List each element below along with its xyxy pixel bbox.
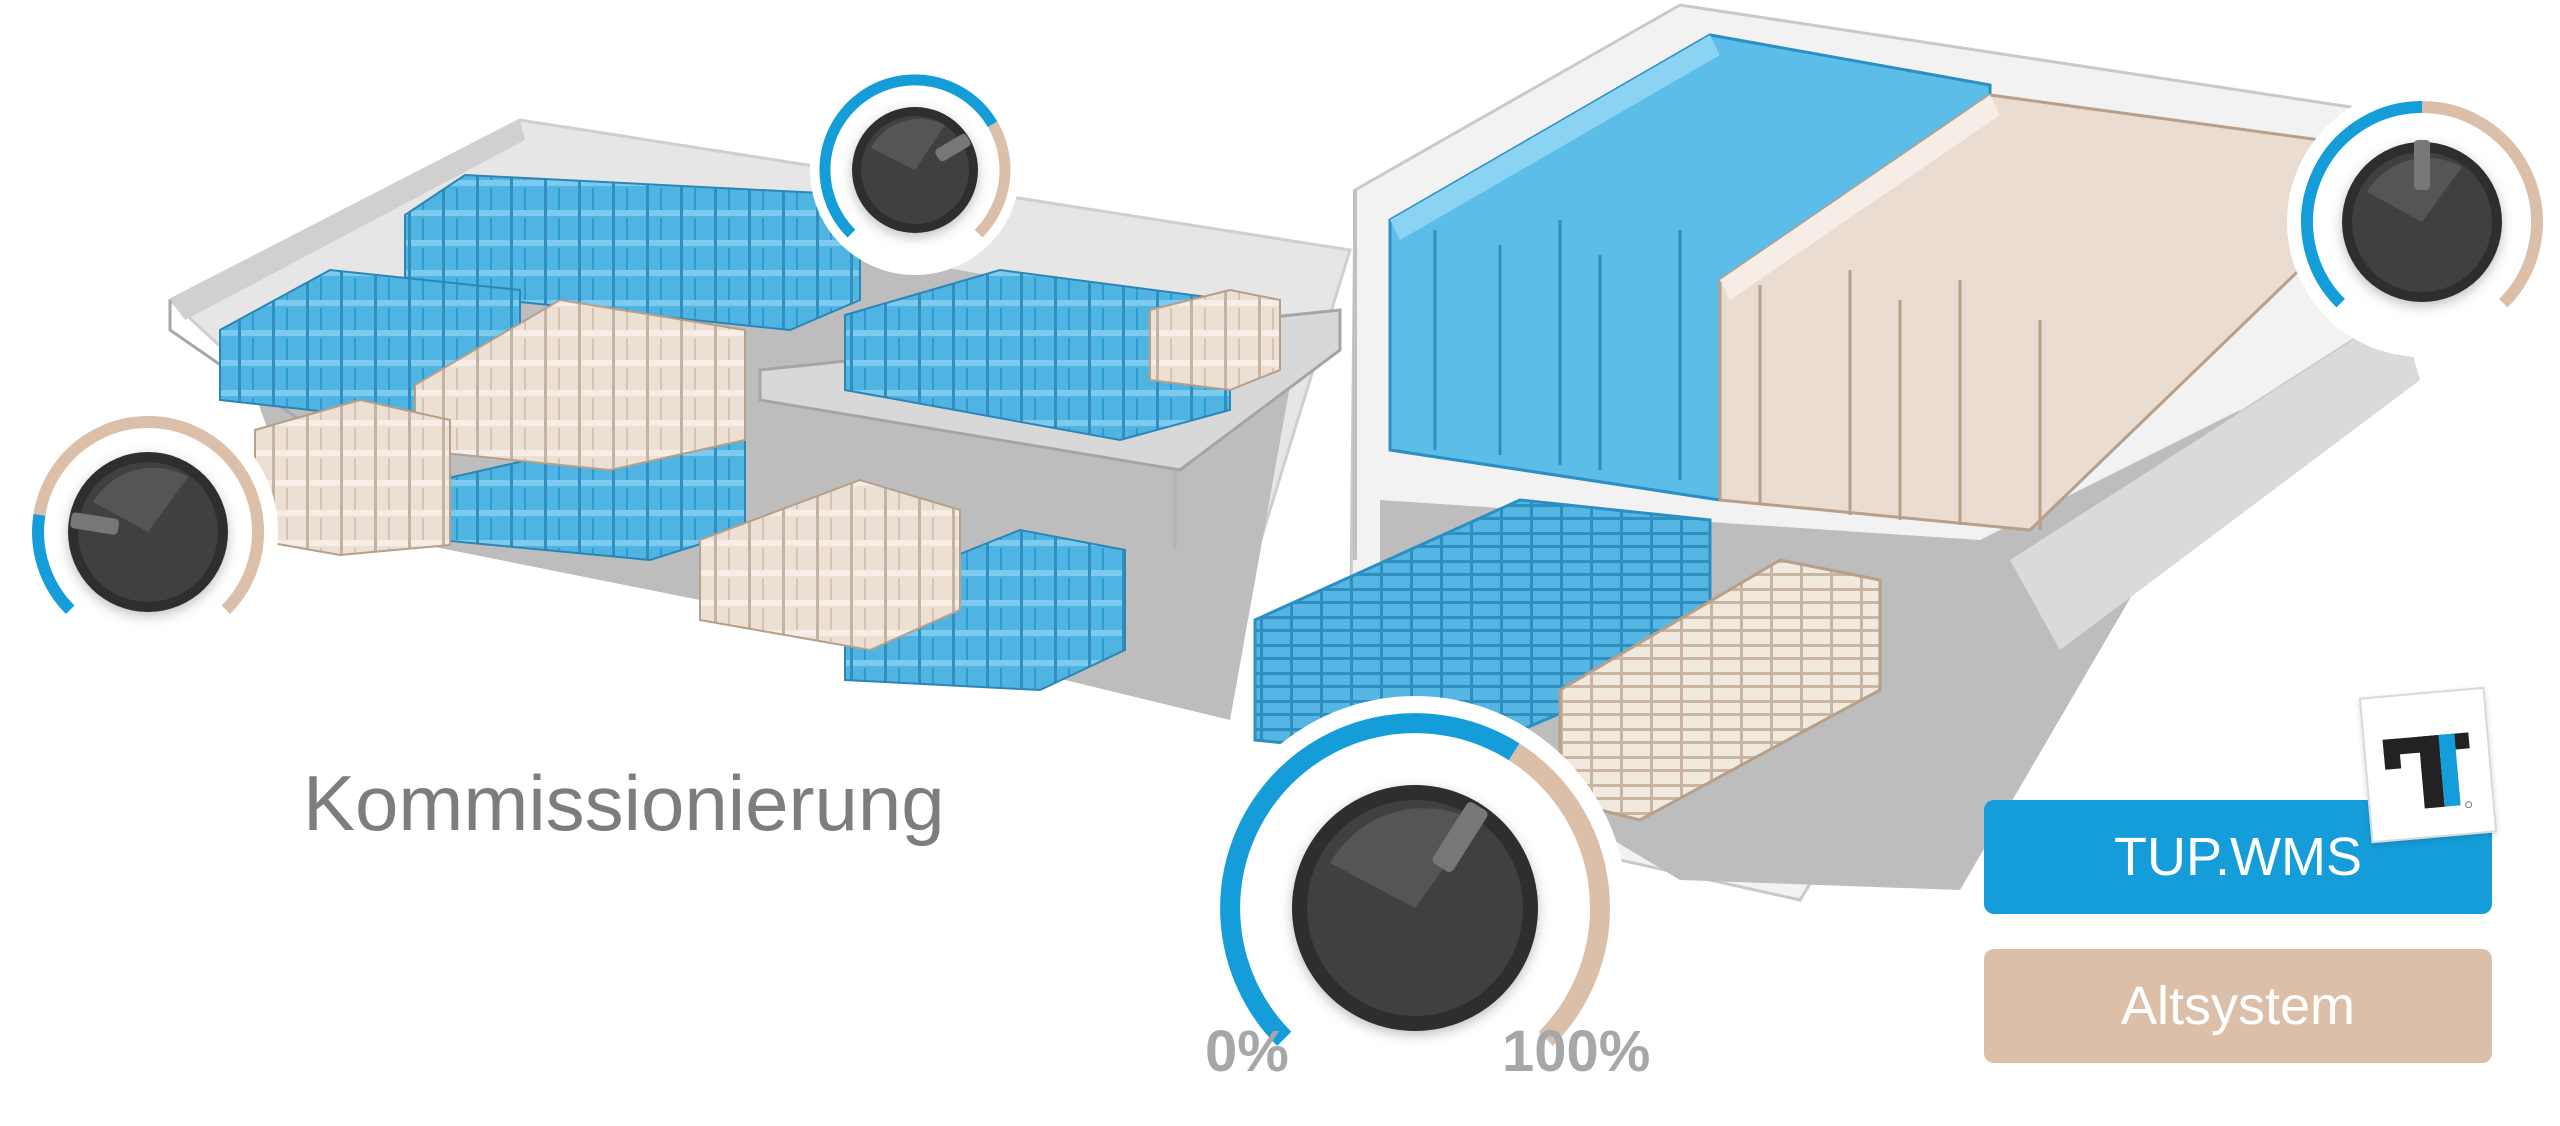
dial-arc-blue: [1220, 713, 1520, 1046]
dial-arc-blue: [819, 74, 998, 238]
dial-arc-blue: [2301, 101, 2423, 308]
caption-kommissionierung: Kommissionierung: [303, 759, 945, 847]
legend-altsystem: Altsystem: [1984, 949, 2492, 1063]
dial-top-left[interactable]: [810, 65, 1020, 275]
dial-arc-beige: [33, 415, 265, 615]
scale-min-label: 0%: [1205, 1019, 1289, 1084]
shelf-block-blue-middle: [844, 268, 1231, 442]
dial-pointer: [2414, 140, 2430, 190]
dial-left[interactable]: [18, 402, 278, 662]
tup-logo-icon: [2358, 686, 2498, 844]
shelf-block-beige-left: [254, 398, 451, 557]
dial-pointer: [1432, 802, 1488, 873]
dial-arc-beige: [2421, 101, 2543, 308]
dial-pointer: [935, 133, 971, 162]
dial-pointer: [70, 512, 120, 535]
shelf-block-beige-right-small: [1149, 288, 1281, 392]
high-bay-racks-beige: [1718, 93, 2322, 532]
scale-max-label: 100%: [1502, 1019, 1651, 1084]
dial-top-right[interactable]: [2287, 87, 2557, 357]
shelf-block-beige-lower: [699, 478, 961, 652]
dial-arc-blue: [32, 513, 75, 615]
dial-arc-beige: [974, 121, 1011, 238]
high-bay-racks-blue: [1388, 33, 1992, 502]
dial-main[interactable]: [1203, 696, 1627, 1120]
dial-arc-beige: [1508, 743, 1610, 1046]
shelf-block-blue-bottom: [844, 528, 1126, 692]
